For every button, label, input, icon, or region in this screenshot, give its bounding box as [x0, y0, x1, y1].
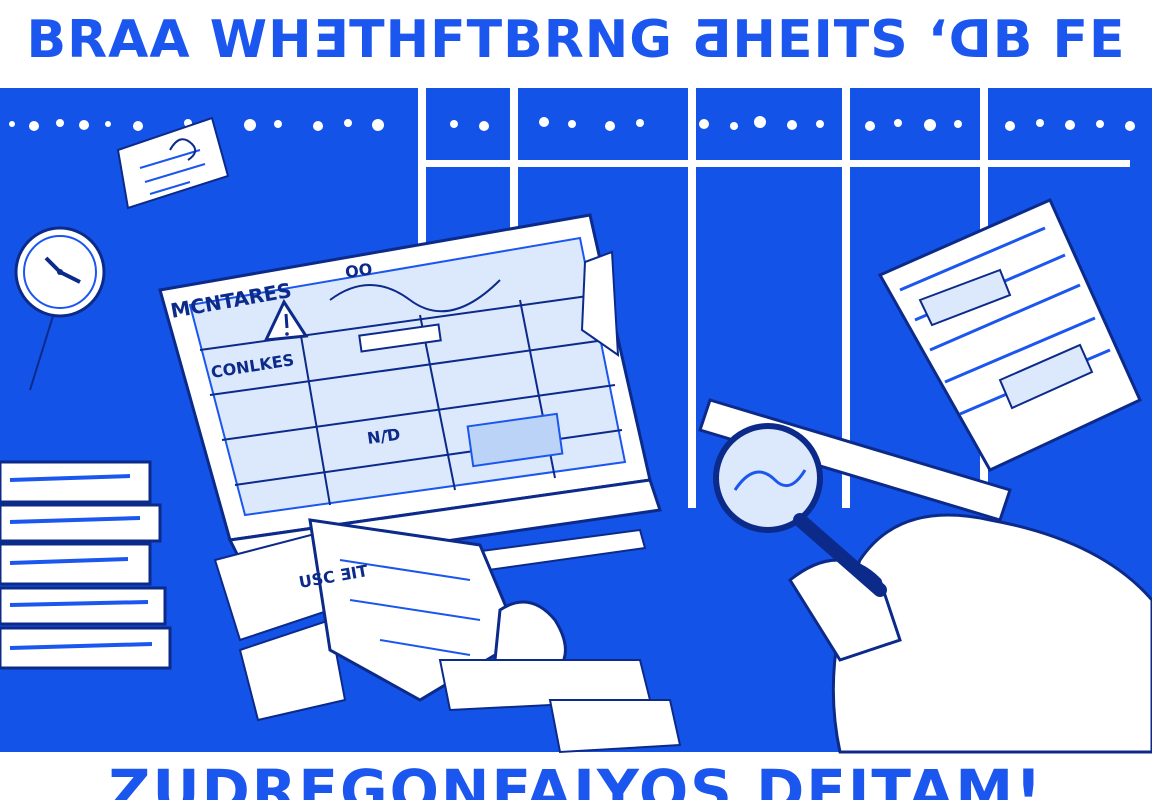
torn-paper	[580, 250, 620, 357]
magnifier-icon	[713, 423, 887, 597]
dotted-rail	[9, 116, 1135, 131]
screen-center-label: N/Ɗ	[366, 425, 402, 448]
document-stack	[877, 198, 1142, 472]
clock-icon	[14, 226, 106, 391]
monitor	[158, 213, 662, 597]
warning-icon	[263, 298, 309, 342]
footer-headline: ZUDREGONFAIYOS DFITAM!	[0, 752, 1152, 800]
book-stack	[0, 460, 172, 670]
screen-top-mark: OO	[344, 259, 374, 282]
footer-text: ZUDREGONFAIYOS DFITAM!	[108, 757, 1044, 800]
crumpled-papers	[213, 518, 682, 754]
pinned-note	[116, 116, 230, 210]
headline: BRAA WHƎTHFTBRNG ƋHEITS ‘ᗡB FE	[26, 10, 1126, 70]
